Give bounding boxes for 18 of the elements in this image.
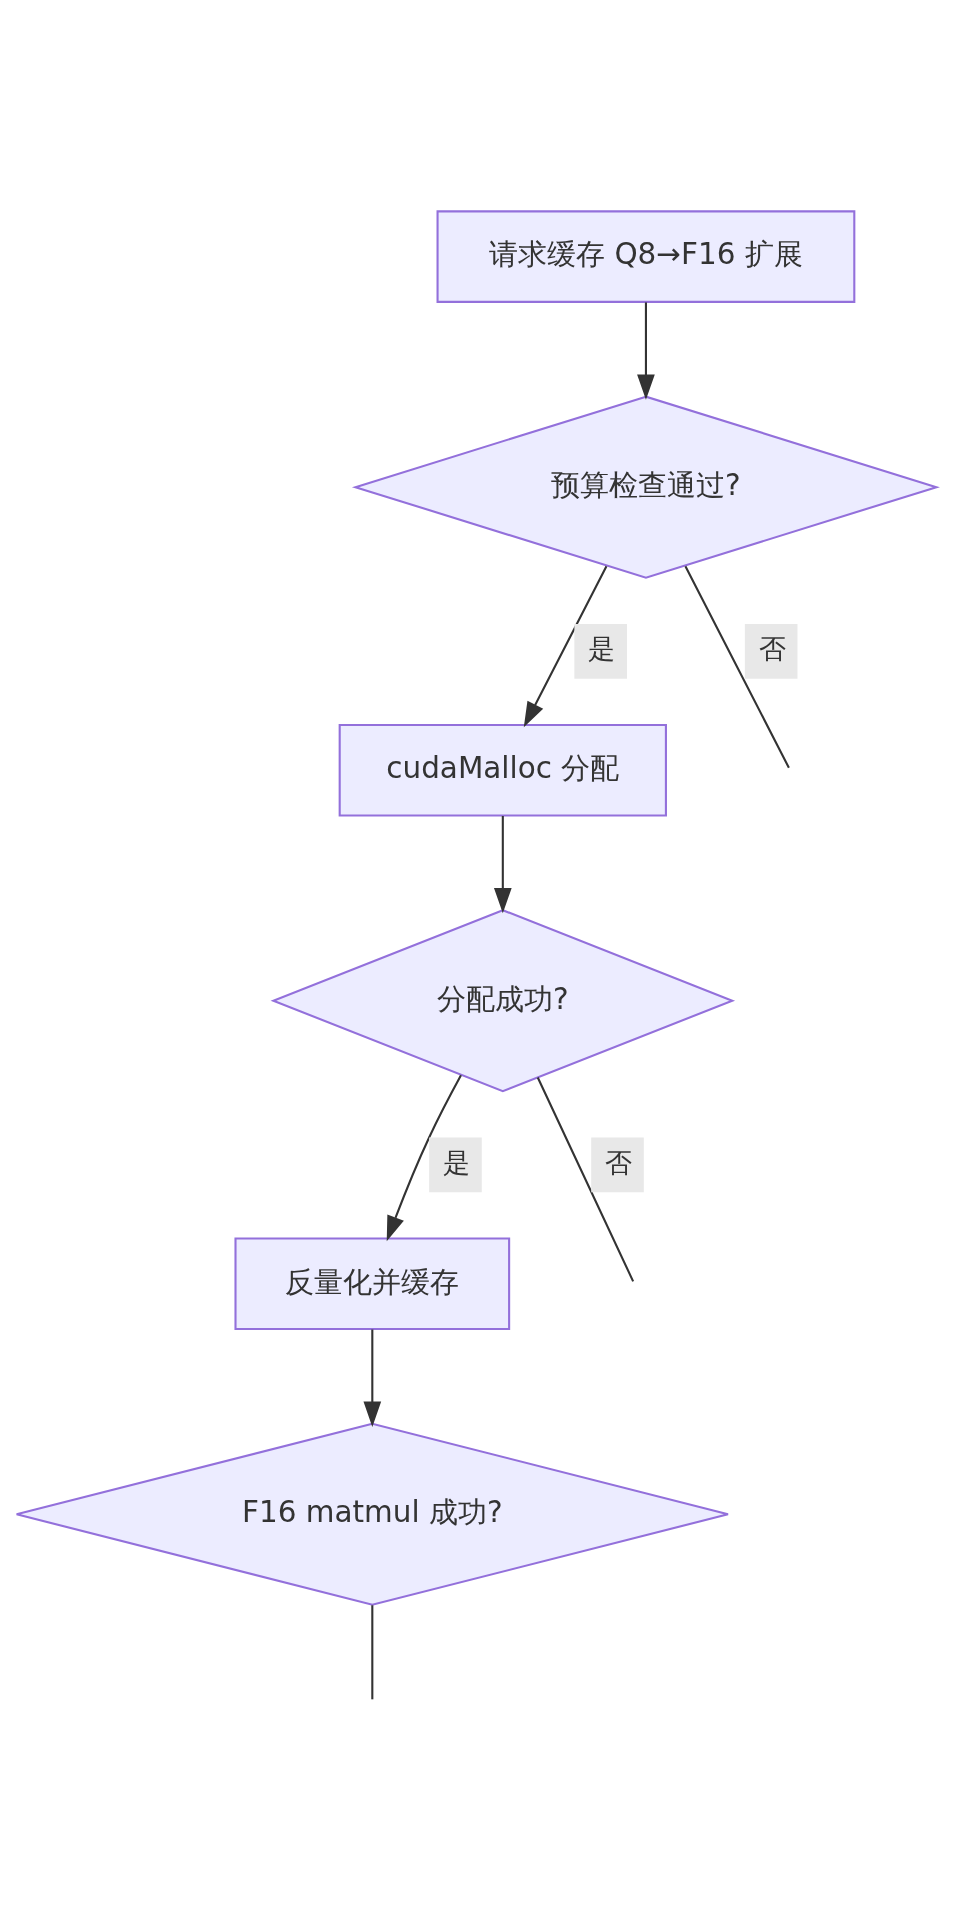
edge-label: 是 — [442, 1146, 470, 1178]
edge-label: 是 — [588, 632, 616, 664]
node-diamond: 分配成功? — [270, 908, 736, 1092]
connector — [684, 565, 790, 768]
node-diamond: 预算检查通过? — [351, 395, 940, 579]
arrow — [363, 1329, 382, 1427]
node-diamond: F16 matmul 成功? — [15, 1422, 730, 1606]
arrow — [386, 1074, 462, 1241]
connector — [536, 1076, 635, 1282]
arrow — [637, 301, 655, 400]
arrow — [493, 815, 512, 913]
node-box: cudaMalloc 分配 — [338, 723, 667, 817]
node-box: 请求缓存 Q8→F16 扩展 — [436, 209, 856, 303]
node-box: 反量化并缓存 — [234, 1237, 511, 1330]
connector — [371, 1604, 374, 1699]
arrow — [523, 565, 608, 727]
edge-label: 否 — [604, 1146, 632, 1178]
edge-label: 否 — [758, 632, 786, 664]
